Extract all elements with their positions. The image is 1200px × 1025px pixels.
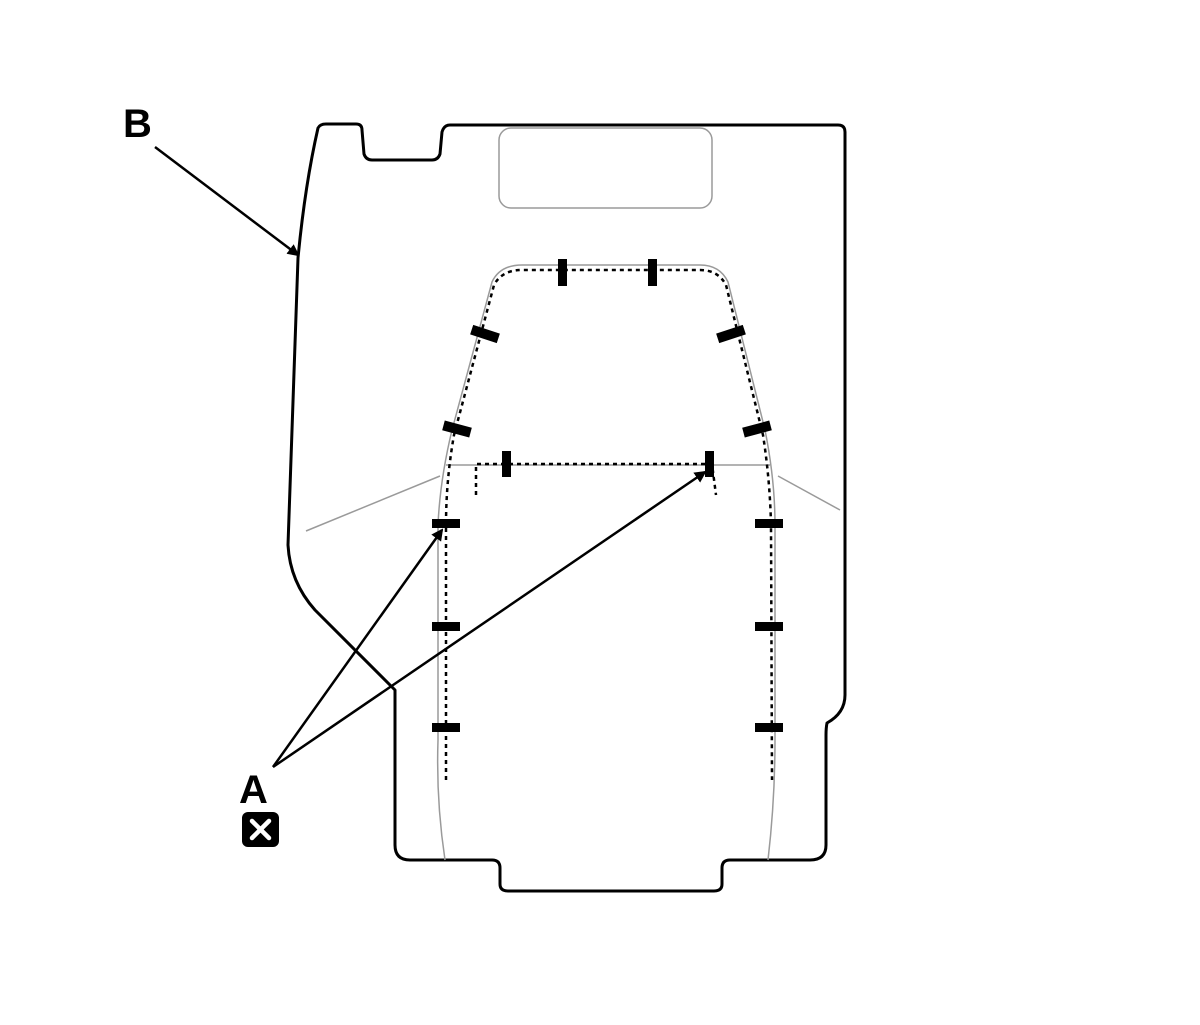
- right-crease-line: [777, 475, 841, 511]
- arrow-a-2: [272, 470, 707, 769]
- clip: [470, 324, 500, 344]
- clip: [705, 451, 714, 477]
- clip-dotted-cross: [474, 462, 718, 496]
- clips: [432, 259, 783, 732]
- x-in-square-icon: [242, 812, 279, 847]
- clip: [432, 723, 460, 732]
- left-crease-line: [305, 475, 441, 532]
- clip: [558, 259, 567, 286]
- clip: [648, 259, 657, 286]
- top-window: [498, 127, 713, 209]
- panel-outline: [286, 122, 847, 893]
- label-b: B: [123, 102, 152, 146]
- clip: [442, 420, 472, 438]
- clip: [432, 519, 460, 528]
- clip: [755, 622, 783, 631]
- clip: [716, 324, 746, 344]
- clip: [755, 723, 783, 732]
- clip: [432, 622, 460, 631]
- arrow-a-1: [271, 528, 444, 768]
- arrow-b: [154, 146, 300, 257]
- clip: [502, 451, 511, 477]
- seat-cover-outline: [436, 264, 776, 861]
- label-a: A: [239, 768, 268, 812]
- clip: [742, 420, 772, 438]
- clip: [755, 519, 783, 528]
